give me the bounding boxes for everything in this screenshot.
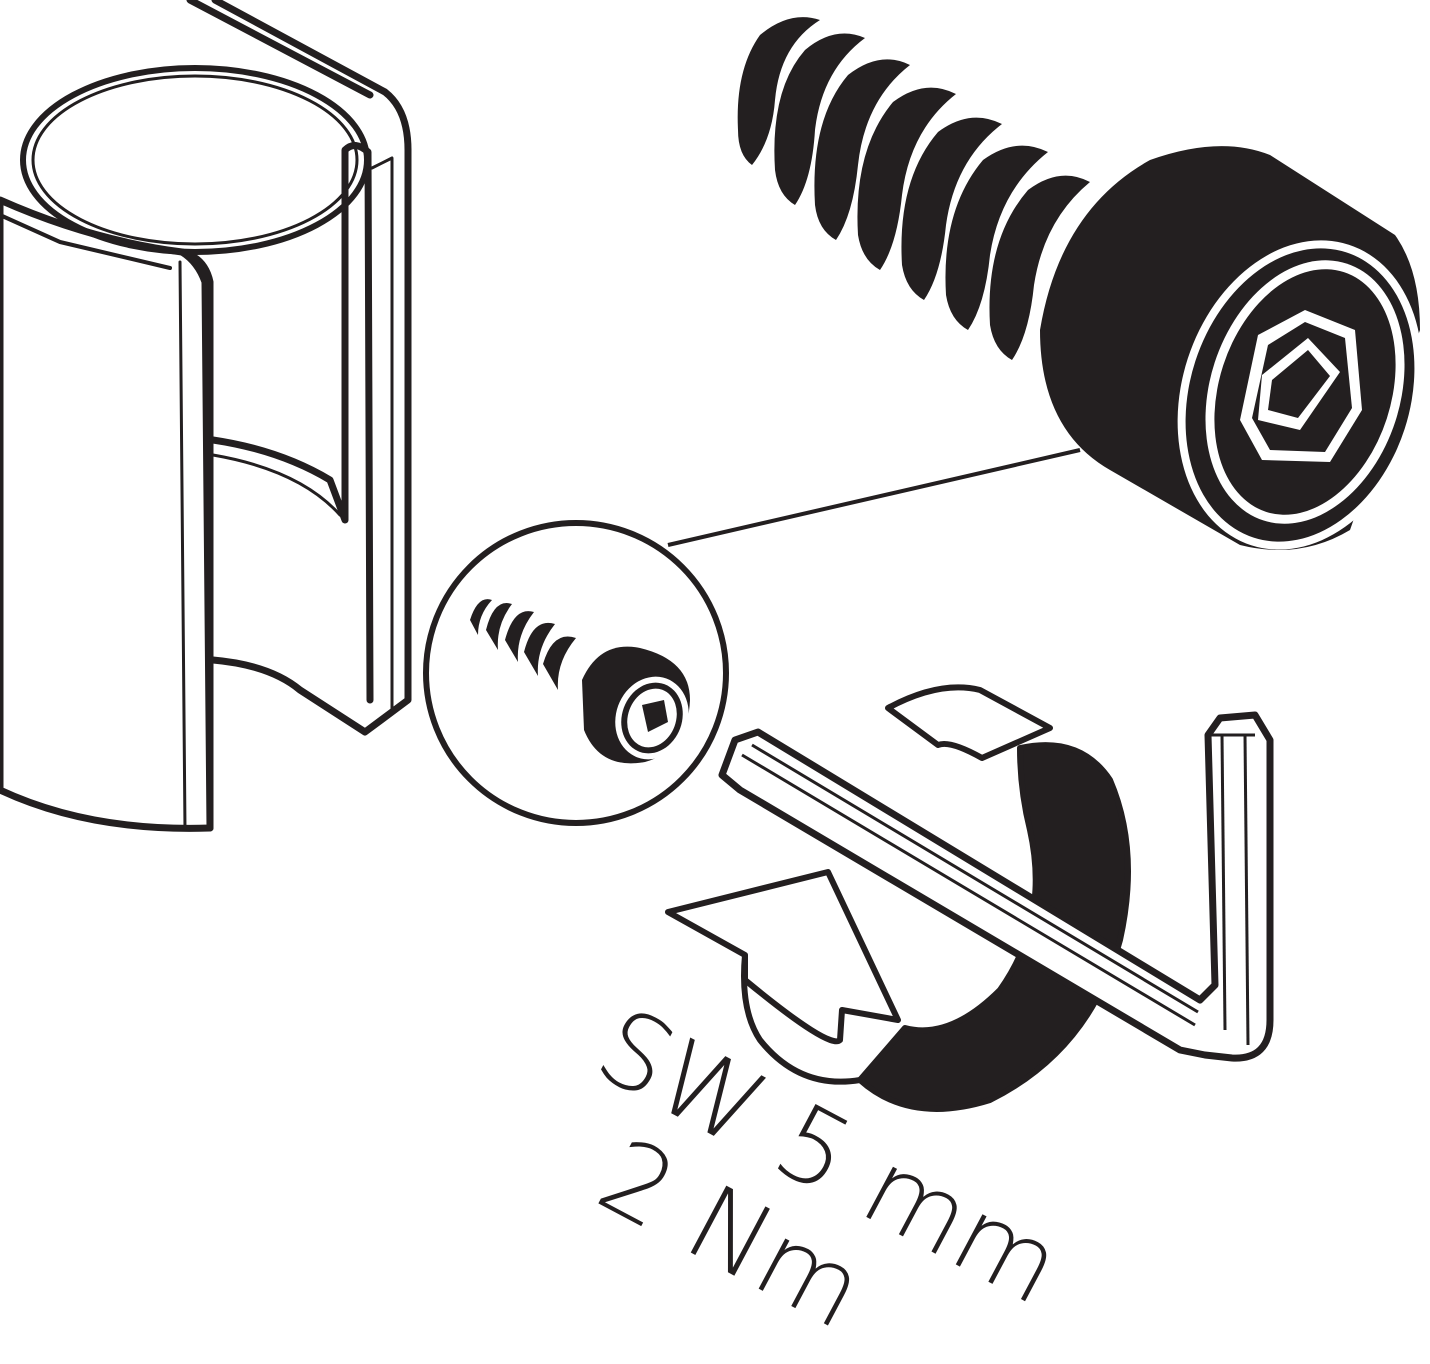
magnifier-callout-icon: [423, 520, 729, 826]
allen-key-icon: [718, 711, 1274, 1062]
clockwise-rotation-arrow-icon: [665, 684, 1131, 1112]
tube-clamp-icon: [0, 0, 412, 832]
hex-socket-screw-icon: [737, 17, 1423, 550]
callout-leader-line: [667, 448, 1081, 547]
